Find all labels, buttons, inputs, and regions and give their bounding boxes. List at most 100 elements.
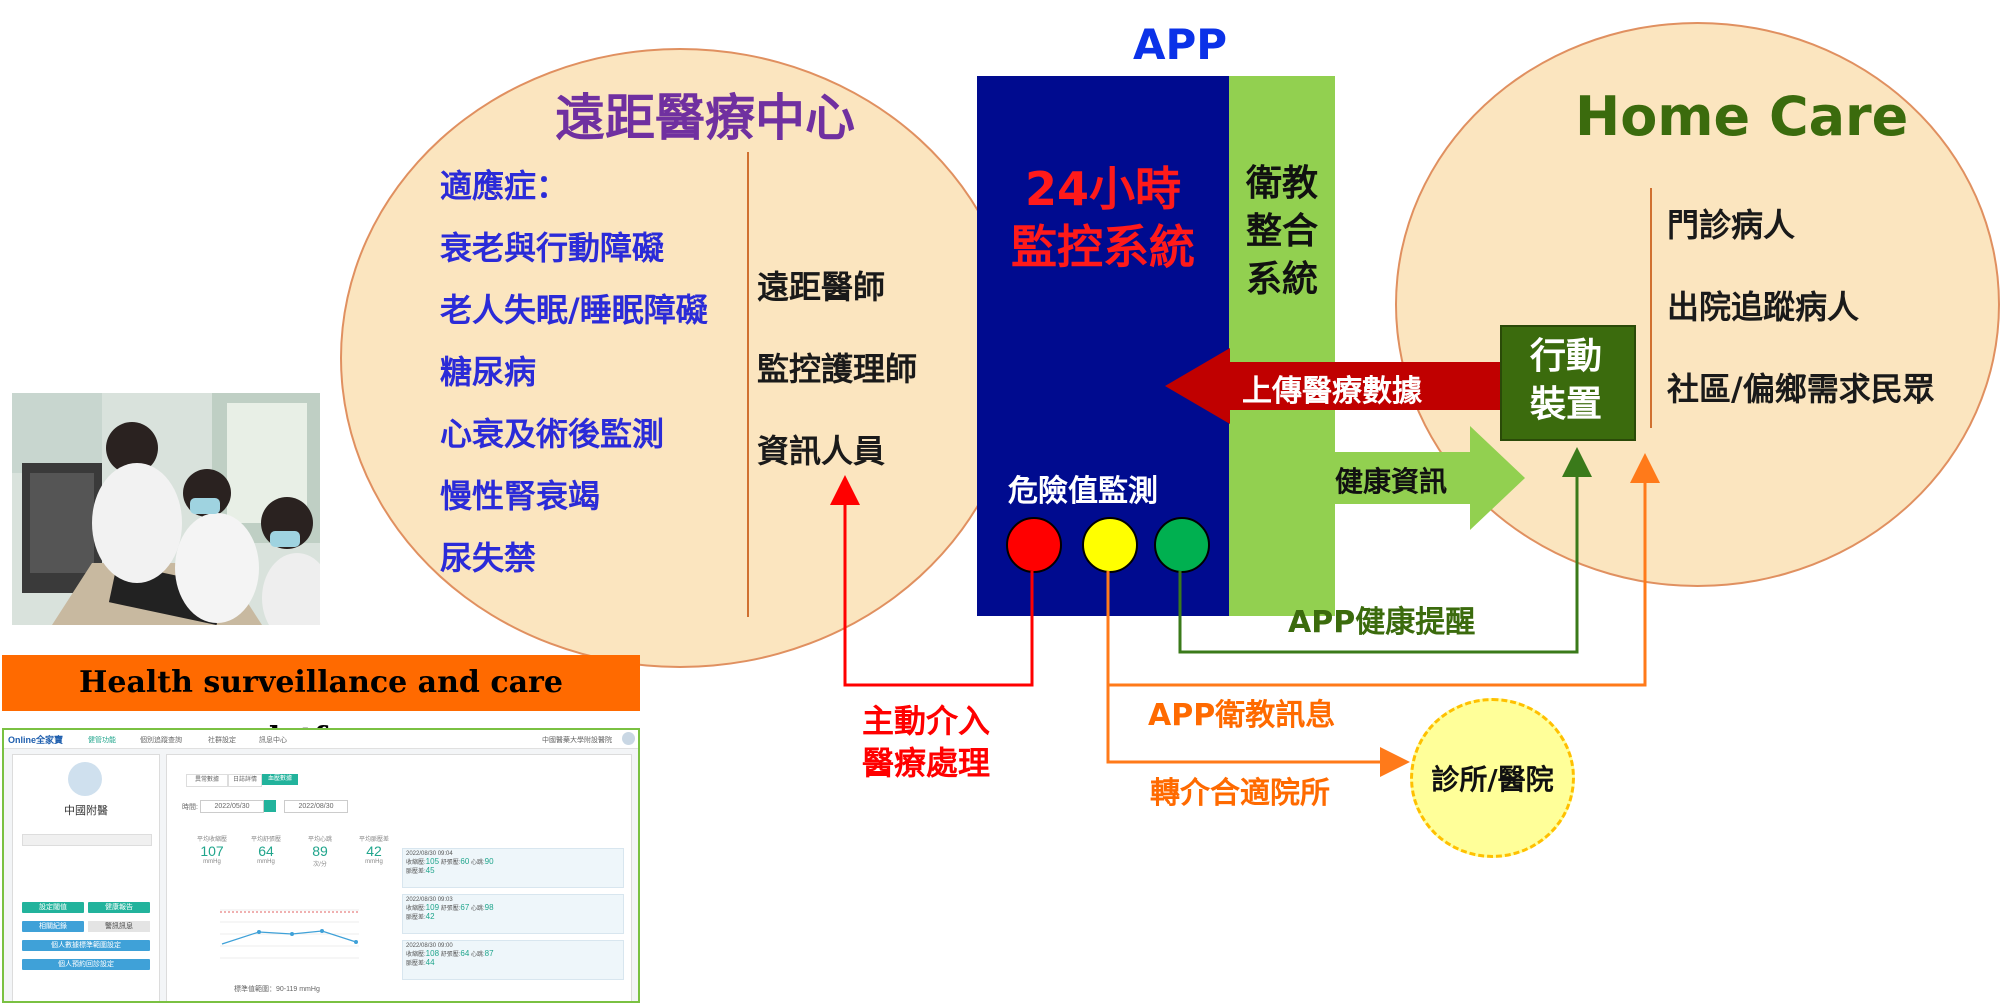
stat-unit: mmHg: [203, 859, 221, 865]
app-education-label: APP衛教訊息: [1148, 698, 1336, 733]
staff-doctor: 遠距醫師: [757, 268, 886, 306]
indication-item: 心衰及術後監測: [440, 415, 665, 453]
bp-trend-chart: [220, 909, 359, 959]
nav-health[interactable]: 健管功能: [88, 737, 116, 744]
telemed-divider: [747, 152, 749, 617]
indication-list: 適應症： 衰老與行動障礙 老人失眠/睡眠障礙 糖尿病 心衰及術後監測 慢性腎衰竭…: [440, 155, 708, 589]
red-alert-light: [1006, 517, 1062, 573]
platform-banner: Health surveillance and care platform: [2, 655, 640, 756]
care-team-photo: [12, 393, 320, 625]
homecare-group-community: 社區/偏鄉需求民眾: [1667, 370, 1935, 408]
indication-item: 衰老與行動障礙: [440, 229, 665, 267]
clinic-circle: [1410, 698, 1575, 858]
alerts-button[interactable]: 警訊訊息: [88, 921, 150, 932]
tab-bp[interactable]: 血壓數據: [262, 774, 298, 785]
upload-data-arrow: [1165, 348, 1500, 424]
standard-range-button[interactable]: 個人數據標準範圍設定: [22, 940, 150, 951]
record-values: 收縮壓:105 舒張壓:60 心跳:90: [406, 857, 494, 866]
stat-label: 平均收縮壓: [196, 837, 227, 843]
stat-value: 107: [200, 843, 224, 859]
stat-label: 平均脈壓差: [358, 837, 389, 843]
user-avatar-small[interactable]: [622, 732, 635, 745]
standard-range: 標準值範圍：90-119 mmHg: [234, 986, 320, 993]
green-alert-light: [1154, 517, 1210, 573]
education-msg-line: [1106, 453, 1660, 687]
stat-unit: 次/分: [313, 862, 327, 868]
telemed-center-ellipse: [340, 48, 1020, 668]
indication-item: 糖尿病: [440, 353, 537, 391]
education-system-label: 衛教 整合 系統: [1245, 163, 1318, 300]
indication-item: 慢性腎衰竭: [440, 477, 601, 515]
record-time: 2022/08/30 09:04: [406, 851, 453, 857]
photo-illustration: [12, 393, 320, 625]
stat-unit: mmHg: [365, 859, 383, 865]
nav-messages[interactable]: 訊息中心: [259, 737, 287, 744]
danger-monitor-label: 危險值監測: [1008, 474, 1158, 509]
health-info-label: 健康資訊: [1335, 465, 1448, 498]
records-button[interactable]: 相關紀錄: [22, 921, 84, 932]
app-reminder-label: APP健康提醒: [1288, 605, 1476, 640]
user-name: 中國附醫: [64, 805, 108, 817]
date-picker-button[interactable]: [264, 800, 276, 812]
homecare-group-outpatient: 門診病人: [1667, 206, 1796, 244]
record-time: 2022/08/30 09:00: [406, 943, 453, 949]
date-label: 時間:: [182, 804, 198, 811]
stat-label: 平均心跳: [307, 837, 332, 843]
record-pp: 脈壓差:44: [406, 958, 435, 967]
record-pp: 脈壓差:42: [406, 912, 435, 921]
education-panel: [1229, 76, 1335, 616]
health-info-arrow: [1335, 426, 1525, 530]
app-label: APP: [1133, 20, 1228, 69]
monitor-system-label: 24小時 監控系統: [1011, 162, 1195, 274]
staff-nurse: 監控護理師: [757, 350, 918, 388]
date-from-input[interactable]: 2022/05/30: [200, 800, 264, 813]
yellow-alert-light: [1082, 517, 1138, 573]
tab-log[interactable]: 日誌詳情: [228, 774, 262, 787]
record-item[interactable]: 2022/08/30 09:03 收縮壓:109 舒張壓:67 心跳:98 脈壓…: [402, 894, 624, 934]
avatar: [68, 762, 102, 796]
staff-it: 資訊人員: [757, 432, 886, 470]
record-values: 收縮壓:108 舒張壓:64 心跳:87: [406, 949, 494, 958]
platform-screenshot: Online全家寶 健管功能 個別追蹤查詢 社群設定 訊息中心 中國醫藥大學附設…: [2, 728, 640, 1003]
stat-unit: mmHg: [257, 859, 275, 865]
appointment-button[interactable]: 個人預約回診設定: [22, 959, 150, 970]
stat-card: 平均脈壓差 42 mmHg: [352, 834, 396, 865]
date-to-input[interactable]: 2022/08/30: [284, 800, 348, 813]
telemed-center-title: 遠距醫療中心: [555, 89, 855, 147]
intervene-label: 主動介入 醫療處理: [862, 702, 991, 782]
clinic-label: 診所/醫院: [1431, 763, 1554, 796]
referral-label: 轉介合適院所: [1150, 776, 1330, 811]
mobile-device-label: 行動 裝置: [1529, 336, 1602, 425]
stat-value: 89: [312, 843, 328, 859]
record-time: 2022/08/30 09:03: [406, 897, 453, 903]
stat-label: 平均舒張壓: [250, 837, 281, 843]
reminder-line: [1178, 447, 1592, 654]
platform-brand: Online全家寶: [8, 735, 64, 745]
hospital-name: 中國醫藥大學附設醫院: [542, 737, 612, 744]
stat-value: 64: [258, 843, 274, 859]
tab-abnormal[interactable]: 異常數據: [186, 774, 228, 787]
indication-item: 老人失眠/睡眠障礙: [440, 291, 708, 329]
upload-data-label: 上傳醫療數據: [1242, 374, 1422, 409]
indication-item: 尿失禁: [440, 539, 537, 577]
record-item[interactable]: 2022/08/30 09:04 收縮壓:105 舒張壓:60 心跳:90 脈壓…: [402, 848, 624, 888]
stat-card: 平均舒張壓 64 mmHg: [244, 834, 288, 865]
stat-value: 42: [366, 843, 382, 859]
referral-line: [1106, 685, 1410, 777]
homecare-group-discharged: 出院追蹤病人: [1667, 288, 1860, 326]
mobile-device-box: [1500, 325, 1636, 441]
note-field[interactable]: [22, 834, 152, 846]
health-report-button[interactable]: 健康報告: [88, 902, 150, 913]
record-item[interactable]: 2022/08/30 09:00 收縮壓:108 舒張壓:64 心跳:87 脈壓…: [402, 940, 624, 980]
nav-community[interactable]: 社群設定: [208, 737, 236, 744]
stat-card: 平均收縮壓 107 mmHg: [190, 834, 234, 865]
indication-item: 適應症：: [440, 167, 569, 205]
nav-tracking[interactable]: 個別追蹤查詢: [140, 737, 182, 744]
homecare-divider: [1650, 188, 1652, 428]
set-threshold-button[interactable]: 設定閾值: [22, 902, 84, 913]
intervene-line: [830, 475, 1034, 687]
homecare-title: Home Care: [1575, 85, 1909, 148]
stat-card: 平均心跳 89 次/分: [298, 834, 342, 868]
record-pp: 脈壓差:45: [406, 866, 435, 875]
